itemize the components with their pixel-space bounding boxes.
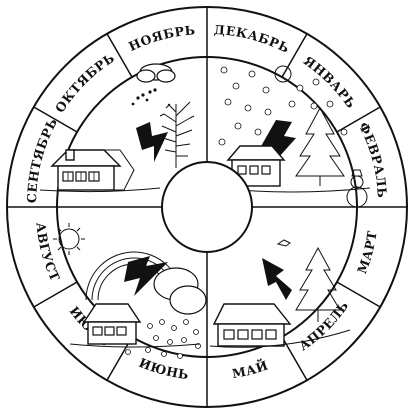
house-icon-summer [84,304,140,344]
center-circle [162,162,252,252]
house-icon-spring [214,304,290,346]
